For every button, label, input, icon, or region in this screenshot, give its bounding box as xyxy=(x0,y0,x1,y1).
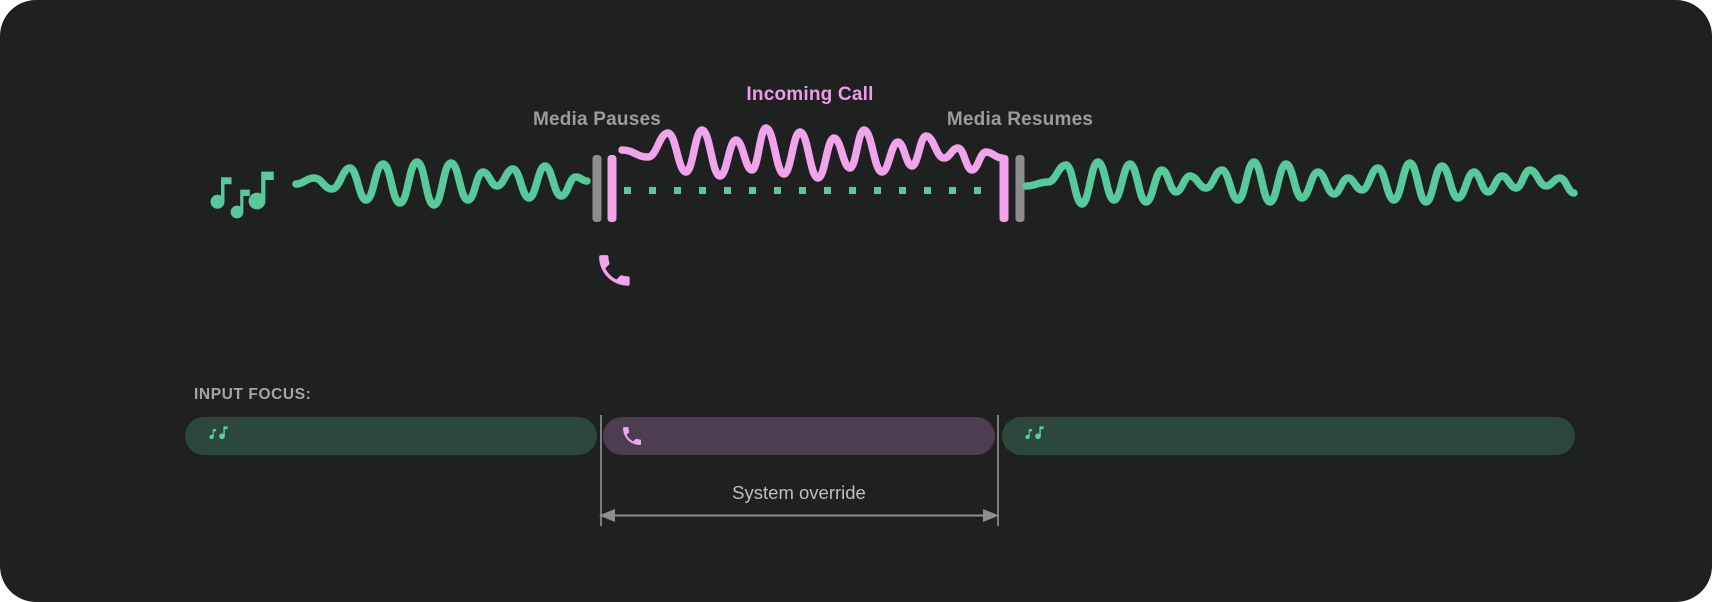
input-focus-heading: INPUT FOCUS: xyxy=(194,386,312,403)
override-guide-right xyxy=(997,415,999,526)
focus-segment-media-after xyxy=(1002,417,1575,455)
arrowhead-right xyxy=(983,509,999,522)
timeline-diagram xyxy=(210,124,1578,286)
phone-icon xyxy=(623,427,641,445)
focus-segment-call xyxy=(603,417,995,455)
media-waveform-before xyxy=(292,158,591,209)
media-pauses-label: Media Pauses xyxy=(532,109,662,130)
call-waveform xyxy=(618,124,1006,182)
music-notes-icon xyxy=(210,171,274,219)
music-notes-icon xyxy=(206,424,233,448)
media-resume-marker xyxy=(1015,155,1025,222)
music-notes-icon xyxy=(1022,424,1049,448)
override-guide-left xyxy=(599,415,602,526)
media-resumes-label: Media Resumes xyxy=(946,109,1094,130)
call-end-marker xyxy=(999,155,1009,222)
focus-segment-media-before xyxy=(185,417,597,455)
media-pause-marker xyxy=(592,155,602,222)
call-start-marker xyxy=(607,155,617,222)
incoming-call-label: Incoming Call xyxy=(746,84,874,105)
system-override-label: System override xyxy=(732,482,866,503)
system-override-arrow xyxy=(599,509,999,522)
phone-icon xyxy=(599,255,630,286)
media-waveform-after xyxy=(1022,158,1578,208)
arrowhead-left xyxy=(599,509,615,522)
